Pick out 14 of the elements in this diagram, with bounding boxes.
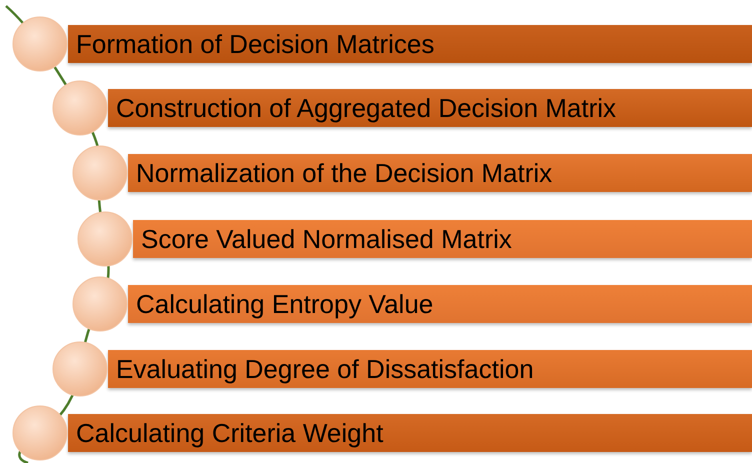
- step-label: Score Valued Normalised Matrix: [141, 224, 512, 254]
- list-bar: [68, 414, 752, 452]
- list-bar: [108, 89, 752, 127]
- list-bar: [133, 220, 752, 258]
- list-bar: [128, 285, 752, 323]
- step-label: Evaluating Degree of Dissatisfaction: [116, 354, 534, 384]
- step-label: Calculating Criteria Weight: [76, 418, 384, 448]
- list-bar: [68, 25, 752, 63]
- step-label: Calculating Entropy Value: [136, 288, 434, 320]
- list-bar: [108, 350, 752, 388]
- list-bar: [128, 154, 752, 192]
- step-label: Formation of Decision Matrices: [76, 28, 434, 60]
- step-label: Construction of Aggregated Decision Matrix: [116, 92, 616, 124]
- step-label: Normalization of the Decision Matrix: [136, 158, 552, 188]
